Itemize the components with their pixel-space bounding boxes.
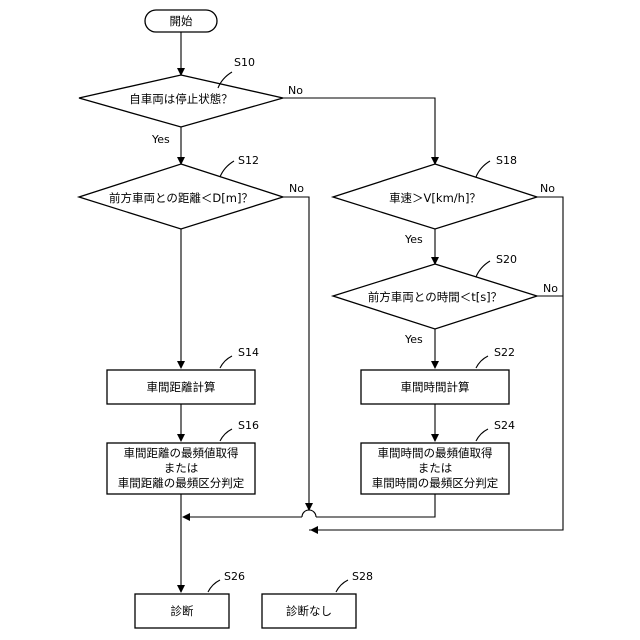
decision-s20: 前方車両との時間＜t[s]？ S20 [333,253,537,329]
s26-step-id: S26 [224,570,245,583]
decision-s12: 前方車両との距離＜D[m]？ S12 [79,154,283,229]
s12-no-label: No [289,182,304,195]
edge-s24-s26 [316,494,435,517]
s12-step-id: S12 [238,154,259,167]
decision-s18: 車速＞V[km/h]？ S18 [333,154,537,229]
s10-step-id: S10 [234,56,255,69]
s12-label: 前方車両との距離＜D[m]？ [109,191,253,205]
s18-yes-label: Yes [404,233,423,246]
s18-no-label: No [540,182,555,195]
s10-yes-label: Yes [151,133,170,146]
connectors [181,32,563,592]
s24-line-1: 車間時間の最頻値取得 [378,446,493,460]
s20-step-id: S20 [496,253,517,266]
s26-label: 診断 [171,604,194,618]
s20-id-tick [476,261,490,277]
s10-no-label: No [288,84,303,97]
start-label: 開始 [170,14,193,28]
process-s16: 車間距離の最頻値取得 または 車間距離の最頻区分判定 S16 [107,419,259,494]
s14-step-id: S14 [238,346,259,359]
start-terminal: 開始 [145,10,217,32]
s24-line-2: または [418,461,453,475]
s24-step-id: S24 [494,419,515,432]
process-s14: 車間距離計算 S14 [107,346,259,404]
s18-label: 車速＞V[km/h]？ [389,191,481,205]
s18-id-tick [476,161,490,177]
s24-id-tick [476,429,488,441]
s22-step-id: S22 [494,346,515,359]
s14-id-tick [220,356,232,368]
s16-id-tick [220,429,232,441]
edge-s10-s18 [283,98,435,164]
process-s26: 診断 S26 [135,570,245,628]
process-s24: 車間時間の最頻値取得 または 車間時間の最頻区分判定 S24 [361,419,515,494]
s22-label: 車間時間計算 [401,380,470,394]
edge-s12-s28 [283,197,309,510]
s20-yes-label: Yes [404,333,423,346]
s10-label: 自車両は停止状態？ [129,92,233,106]
s20-no-label: No [543,282,558,295]
s16-line-1: 車間距離の最頻値取得 [124,446,239,460]
s26-id-tick [208,580,220,592]
process-s28: 診断なし S28 [262,570,373,628]
s16-line-3: 車間距離の最頻区分判定 [118,476,245,490]
s16-line-2: または [164,461,199,475]
s16-step-id: S16 [238,419,259,432]
edge-crossing-hop [302,510,316,517]
s28-id-tick [336,580,348,592]
s14-label: 車間距離計算 [147,380,216,394]
s18-step-id: S18 [496,154,517,167]
s24-line-3: 車間時間の最頻区分判定 [372,476,499,490]
s20-label: 前方車両との時間＜t[s]？ [368,290,502,304]
s12-id-tick [220,161,234,177]
s28-step-id: S28 [352,570,373,583]
s22-id-tick [476,356,488,368]
process-s22: 車間時間計算 S22 [361,346,515,404]
s28-label: 診断なし [286,604,332,618]
